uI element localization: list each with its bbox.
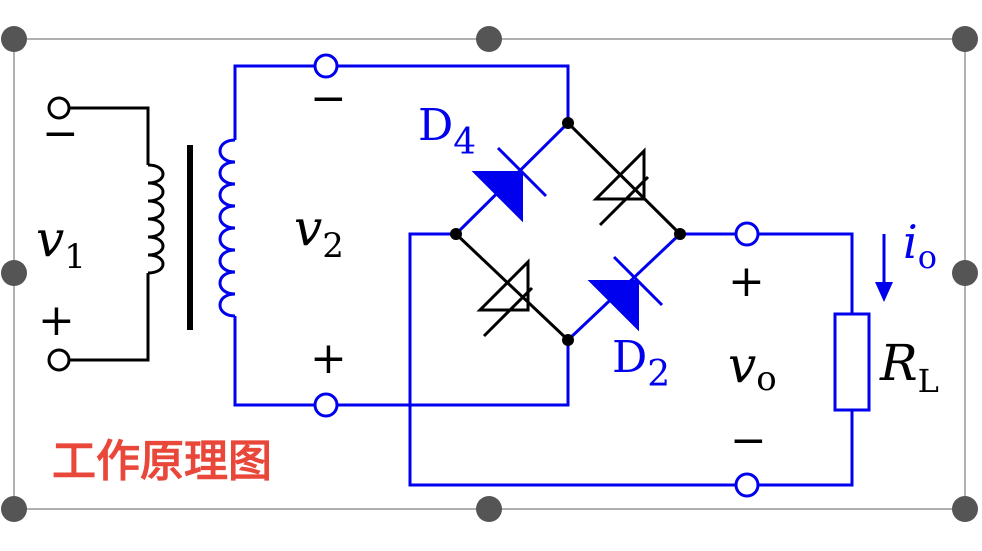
- polarity-vo-bottom: −: [730, 415, 767, 466]
- diode-d1: [592, 147, 650, 227]
- label-rl: RL: [879, 334, 939, 400]
- junction-bottom: [562, 334, 574, 346]
- handle-middle-right[interactable]: [952, 260, 978, 286]
- label-v2: v2: [294, 199, 344, 266]
- diode-d2: [587, 255, 664, 332]
- polarity-vo-top: +: [728, 256, 765, 307]
- label-v1: v1: [36, 210, 86, 277]
- handle-top-left[interactable]: [1, 26, 27, 52]
- junction-left: [450, 228, 462, 240]
- bridge-black-arms: [454, 121, 682, 342]
- polarity-v1-bottom: +: [38, 295, 75, 346]
- secondary-terminal-bottom: [313, 392, 339, 418]
- primary-circuit: [68, 106, 165, 362]
- diode-d4: [471, 146, 548, 223]
- output-terminal-bottom: [734, 472, 760, 498]
- junction-right: [674, 228, 686, 240]
- label-d4: D4: [418, 100, 476, 163]
- secondary-terminal-top: [313, 53, 339, 79]
- secondary-coil: [218, 138, 236, 318]
- handle-bottom-left[interactable]: [1, 496, 27, 522]
- label-vo: vo: [728, 336, 777, 399]
- label-d2: D2: [612, 332, 670, 395]
- output-terminal-top: [734, 221, 760, 247]
- handle-bottom-center[interactable]: [476, 496, 502, 522]
- load-resistor: [833, 312, 871, 412]
- selection-handles[interactable]: [1, 26, 978, 522]
- handle-bottom-right[interactable]: [952, 496, 978, 522]
- primary-terminal-bottom: [47, 348, 71, 372]
- caption: 工作原理图: [52, 436, 272, 487]
- polarity-v1-top: −: [42, 108, 79, 159]
- diode-d3: [476, 258, 534, 338]
- current-arrow: [875, 234, 893, 302]
- label-io: io: [903, 215, 937, 276]
- polarity-v2-top: −: [310, 73, 347, 124]
- handle-middle-left[interactable]: [1, 260, 27, 286]
- junction-top: [562, 117, 574, 129]
- primary-terminal-top: [47, 96, 71, 120]
- handle-top-right[interactable]: [952, 26, 978, 52]
- handle-top-center[interactable]: [476, 26, 502, 52]
- polarity-v2-bottom: +: [310, 333, 347, 384]
